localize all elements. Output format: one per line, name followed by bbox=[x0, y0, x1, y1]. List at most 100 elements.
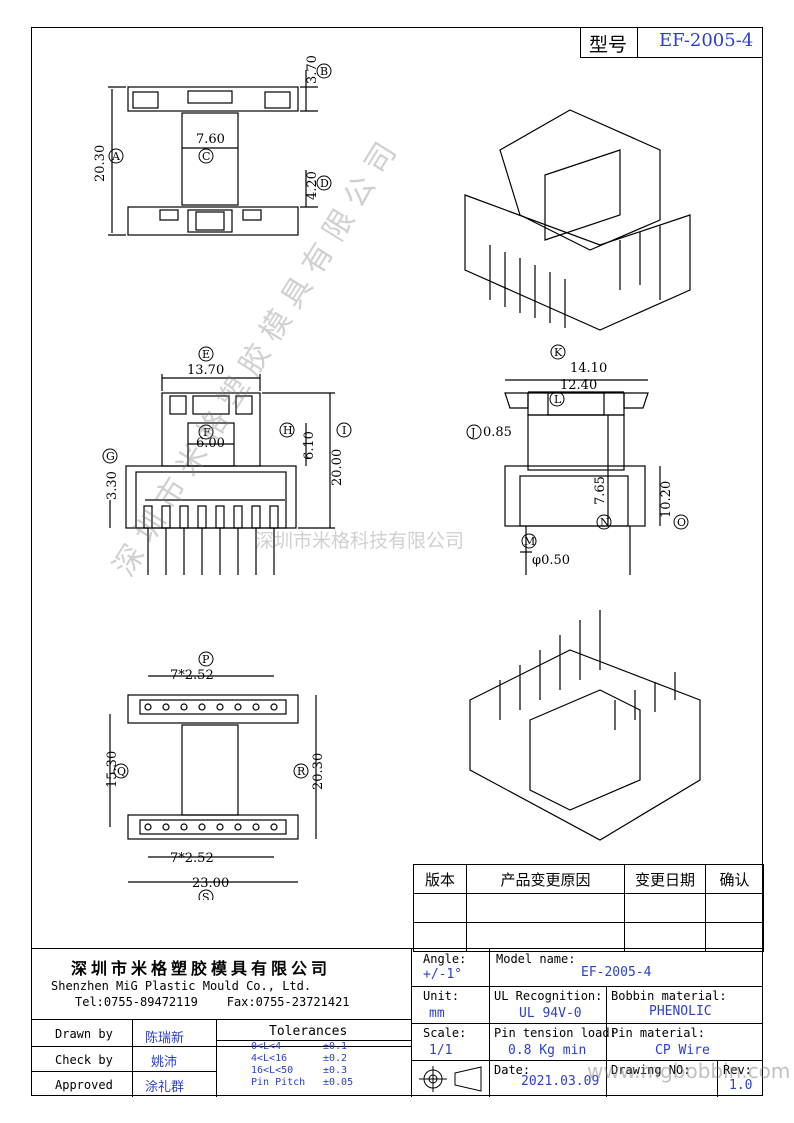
top-view bbox=[108, 70, 318, 236]
pin-material-value: CP Wire bbox=[655, 1043, 710, 1058]
front-view bbox=[109, 374, 335, 575]
dim-R: 20.30 bbox=[311, 753, 326, 790]
bottom-pins-bottom bbox=[144, 823, 278, 831]
callout-C: C bbox=[198, 148, 214, 164]
callout-D: D bbox=[316, 175, 332, 191]
callout-L: L bbox=[549, 391, 565, 407]
tol-range-3: 16<L<50 bbox=[251, 1065, 294, 1076]
company-name-en: Shenzhen MiG Plastic Mould Co., Ltd. bbox=[51, 979, 312, 993]
rev-header-date: 变更日期 bbox=[624, 864, 706, 894]
watermark-horizontal: 深圳市米格科技有限公司 bbox=[255, 530, 465, 552]
svg-text:F: F bbox=[203, 426, 211, 439]
pin-material-label: Pin material: bbox=[611, 1026, 705, 1040]
svg-text:E: E bbox=[202, 348, 210, 361]
model-header-value: EF-2005-4 bbox=[659, 30, 754, 51]
company-contact: Tel:0755-89472119 Fax:0755-23721421 bbox=[75, 995, 350, 1009]
callout-J: J bbox=[466, 424, 482, 440]
angle-value: +/-1° bbox=[423, 967, 463, 982]
dim-P2: 7*2.52 bbox=[170, 851, 214, 866]
signoff-name-check: 姚沛 bbox=[151, 1055, 178, 1070]
unit-label: Unit: bbox=[423, 989, 460, 1003]
svg-text:I: I bbox=[342, 424, 346, 437]
dim-K: 14.10 bbox=[570, 361, 607, 376]
ul-label: UL Recognition: bbox=[494, 989, 603, 1003]
callout-G: G bbox=[102, 448, 118, 464]
signoff-label-check: Check by bbox=[55, 1053, 113, 1067]
dim-M: φ0.50 bbox=[532, 553, 570, 568]
svg-text:O: O bbox=[677, 516, 686, 529]
scale-value: 1/1 bbox=[429, 1043, 453, 1058]
callout-Q: Q bbox=[113, 763, 129, 779]
pin-tension-value: 0.8 Kg min bbox=[508, 1043, 587, 1058]
signoff-name-approved: 涂礼群 bbox=[145, 1080, 185, 1095]
callout-B: B bbox=[316, 63, 332, 79]
rev-label: Rev: bbox=[723, 1063, 752, 1077]
technical-drawing: 20.30 3.70 7.60 4.20 13.70 6.00 3.30 6.1… bbox=[93, 55, 701, 900]
front-pins bbox=[143, 505, 279, 575]
callout-N: N bbox=[596, 514, 612, 530]
isometric-view-bottom bbox=[469, 610, 701, 841]
tol-range-1: 0<L<4 bbox=[251, 1041, 282, 1052]
svg-text:A: A bbox=[111, 150, 121, 163]
rev-header-reason: 产品变更原因 bbox=[466, 864, 625, 894]
bottom-view bbox=[109, 675, 317, 883]
dim-E: 13.70 bbox=[187, 363, 224, 378]
callout-K: K bbox=[550, 344, 566, 360]
drawing-no-label: Drawing NO: bbox=[611, 1063, 691, 1077]
dim-N: 7.65 bbox=[593, 476, 608, 505]
rev-value: 1.0 bbox=[729, 1078, 753, 1093]
svg-text:J: J bbox=[470, 426, 475, 439]
callout-M: M bbox=[521, 533, 537, 549]
company-name-cn: 深圳市米格塑胶模具有限公司 bbox=[71, 959, 332, 978]
model-name-value: EF-2005-4 bbox=[581, 965, 652, 980]
tol-value-4: ±0.05 bbox=[323, 1077, 354, 1088]
ul-value: UL 94V-0 bbox=[519, 1006, 582, 1021]
dim-I: 20.00 bbox=[330, 449, 345, 486]
dim-F: 6.00 bbox=[196, 436, 225, 451]
model-header-label: 型号 bbox=[589, 34, 628, 56]
signoff-label-approved: Approved bbox=[55, 1078, 113, 1092]
tol-range-4: Pin Pitch bbox=[251, 1077, 306, 1088]
callout-P: P bbox=[198, 651, 214, 667]
angle-label: Angle: bbox=[423, 952, 467, 966]
callout-A: A bbox=[108, 148, 124, 164]
pin-tension-label: Pin tension load: bbox=[494, 1026, 617, 1040]
model-header: 型号 EF-2005-4 bbox=[580, 27, 763, 58]
svg-text:K: K bbox=[554, 346, 563, 359]
dim-D: 4.20 bbox=[305, 171, 320, 200]
dim-G: 3.30 bbox=[105, 471, 120, 500]
dim-Q: 15.30 bbox=[105, 751, 120, 788]
signoff-name-drawn: 陈瑞新 bbox=[145, 1031, 185, 1046]
tol-value-2: ±0.2 bbox=[323, 1053, 348, 1064]
callout-I: I bbox=[336, 422, 352, 438]
svg-text:M: M bbox=[524, 535, 535, 548]
svg-text:B: B bbox=[320, 65, 328, 78]
svg-text:C: C bbox=[202, 150, 210, 163]
svg-text:R: R bbox=[297, 765, 306, 778]
unit-value: mm bbox=[429, 1006, 445, 1021]
model-name-label: Model name: bbox=[496, 952, 576, 966]
dim-H: 6.10 bbox=[302, 431, 317, 460]
tol-value-1: ±0.1 bbox=[323, 1041, 348, 1052]
bobbin-value: PHENOLIC bbox=[649, 1004, 712, 1019]
isometric-view-top bbox=[464, 109, 691, 331]
website-watermark: www.mgbobbin.com bbox=[587, 1059, 791, 1083]
projection-symbol bbox=[419, 1066, 482, 1092]
dim-J: 0.85 bbox=[483, 425, 512, 440]
svg-text:N: N bbox=[600, 516, 610, 529]
signoff-label-drawn: Drawn by bbox=[55, 1027, 113, 1041]
dim-O: 10.20 bbox=[659, 481, 674, 518]
date-label: Date: bbox=[494, 1063, 531, 1077]
dim-P: 7*2.52 bbox=[170, 668, 214, 683]
callout-R: R bbox=[293, 763, 309, 779]
revision-table: 版本 产品变更原因 变更日期 确认 bbox=[413, 864, 764, 952]
tol-value-3: ±0.3 bbox=[323, 1065, 348, 1076]
callout-H: H bbox=[279, 422, 295, 438]
dim-C: 7.60 bbox=[196, 132, 225, 147]
scale-label: Scale: bbox=[423, 1026, 467, 1040]
callout-E: E bbox=[198, 346, 214, 362]
svg-text:H: H bbox=[283, 424, 293, 437]
dim-A: 20.30 bbox=[93, 145, 108, 182]
dim-B: 3.70 bbox=[305, 55, 320, 84]
svg-text:G: G bbox=[106, 450, 115, 463]
